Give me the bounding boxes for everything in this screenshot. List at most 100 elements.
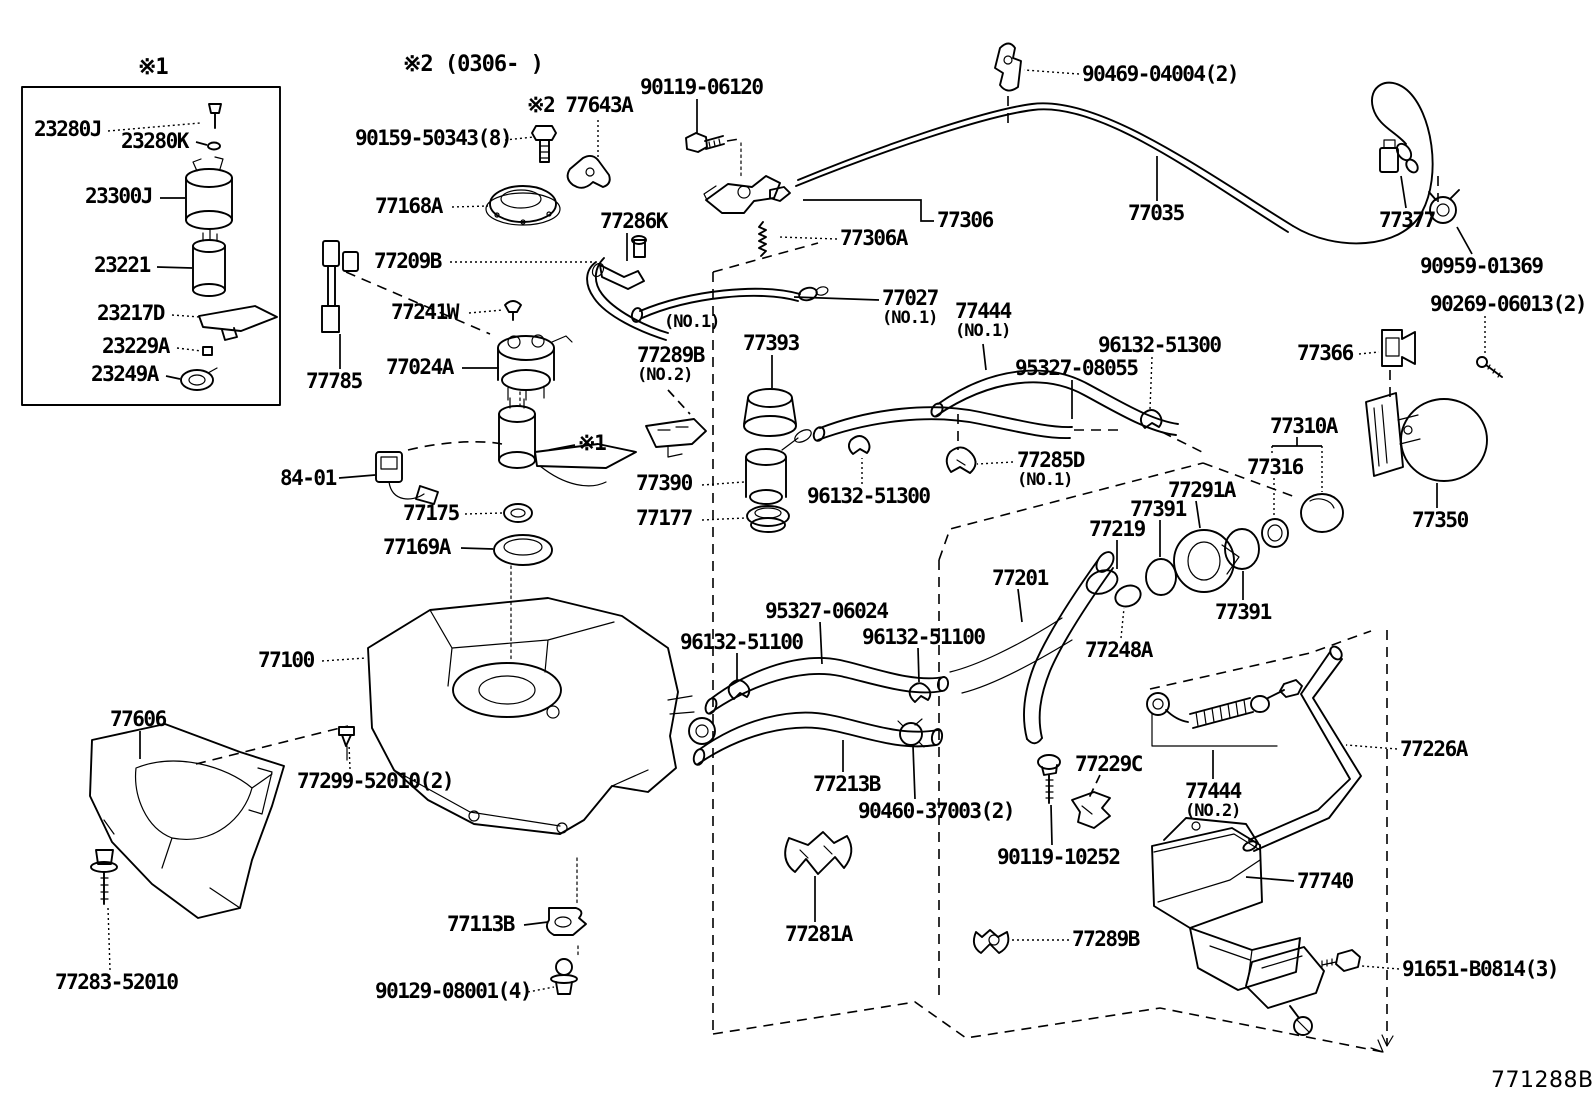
leader-line-77740 [1245, 876, 1295, 882]
part-label-23300J: 23300J [85, 184, 153, 208]
leader-line-77168A [451, 205, 489, 208]
fuel-sender-77785-icon [321, 240, 359, 333]
relay-84-01-icon [375, 451, 439, 505]
top-fasteners [485, 125, 742, 226]
part-label-77444-no1: 77444(NO.1) [955, 299, 1012, 341]
part-label-90269-06013: 90269-06013(2) [1430, 292, 1588, 316]
o-ring-77391-2-icon [1224, 528, 1260, 570]
part-label-23217D: 23217D [97, 301, 165, 325]
leader-line-77444-no1 [982, 343, 987, 371]
clamp-77281A-icon [784, 831, 853, 875]
leader-line-77241W [468, 309, 504, 314]
part-label-23221: 23221 [94, 253, 151, 277]
bolt-91651-icon [1321, 949, 1361, 972]
part-label-77113B: 77113B [447, 912, 515, 936]
tube-77027-icon [630, 287, 801, 323]
leader-line-90460-37003 [912, 745, 916, 800]
part-label-77740: 77740 [1297, 869, 1354, 893]
bracket-77643A-icon [566, 154, 611, 189]
leader-line-77285D-no1 [976, 461, 1014, 465]
fuel-lid-77350-icon [1365, 392, 1488, 482]
gasket-77169A-icon [493, 534, 553, 566]
part-label-77350: 77350 [1412, 508, 1469, 532]
washer-23280K-icon [207, 141, 221, 151]
tube-joint-77286K-icon [591, 262, 645, 290]
leader-line-90469-04004 [1023, 69, 1080, 75]
fuel-pump-assembly-icon [498, 397, 637, 487]
leader-line-23280J [107, 122, 201, 132]
leader-line-77027-no1 [793, 296, 880, 301]
part-label-77100: 77100 [258, 648, 315, 672]
leader-line-77100 [321, 657, 367, 662]
joint-77219-icon [1085, 569, 1142, 608]
part-label-77285D-no1: 77285D(NO.1) [1017, 448, 1085, 490]
part-label-note-1: ※1 [138, 55, 169, 80]
part-label-90129-08001: 90129-08001(4) [375, 979, 533, 1003]
part-label-77248A: 77248A [1085, 638, 1153, 662]
part-label-77241W: 77241W [391, 300, 459, 324]
tube-77209B-icon [586, 235, 669, 341]
part-label-77306A: 77306A [840, 226, 908, 250]
part-label-77391-2: 77391 [1215, 600, 1272, 624]
part-label-77168A: 77168A [375, 194, 443, 218]
ring-23249A-icon [180, 367, 218, 391]
part-label-96132-51100-R: 96132-51100 [862, 625, 986, 649]
leader-line-77299-52010 [348, 743, 351, 770]
part-label-note-1b: ※1 [578, 431, 607, 455]
filler-pipe-77201-icon [949, 551, 1115, 745]
part-label-90959-01369: 90959-01369 [1420, 254, 1544, 278]
bracket-23217D-icon [198, 305, 278, 341]
breather-hoses [688, 657, 950, 766]
clip-77241W-icon [504, 300, 522, 321]
spring-77306A-icon [758, 221, 767, 257]
clamp-90460-icon [897, 718, 925, 748]
part-label-90119-06120: 90119-06120 [640, 75, 764, 99]
leader-line-77291A [1195, 500, 1201, 529]
part-label-96132-51300-2: 96132-51300 [807, 484, 931, 508]
leader-line-96132-51300-1 [1149, 356, 1153, 410]
leader-line-90959-01369 [1456, 226, 1473, 255]
part-label-77209B: 77209B [374, 249, 442, 273]
part-label-77391-1: 77391 [1130, 497, 1187, 521]
clamp-90959-icon [1428, 189, 1460, 224]
bottom-fasteners [90, 726, 1111, 995]
bottom-right-assembly [1146, 645, 1362, 1036]
leader-line-77248A [1120, 607, 1125, 639]
ring-77316-icon [1261, 518, 1289, 548]
leader-line-note-1b [548, 444, 576, 451]
part-label-77169A: 77169A [383, 535, 451, 559]
part-label-23249A: 23249A [91, 362, 159, 386]
release-cable-77035-icon [795, 81, 1434, 245]
part-label-96132-51300-1: 96132-51300 [1098, 333, 1222, 357]
cap-cover-77310A-icon [1300, 493, 1344, 533]
bolt-90159-icon [531, 125, 557, 163]
clamp-ring-icon [688, 717, 716, 745]
part-label-95327-06024: 95327-06024 [765, 599, 889, 623]
leader-line-77289B-no2 [667, 389, 691, 415]
part-label-77289B-no2: 77289B(NO.2) [637, 343, 705, 385]
screw-90269-icon [1476, 356, 1503, 378]
fuel-filter-23300J-icon [185, 156, 233, 230]
inset-box-fuel-pump-kit [21, 86, 281, 406]
part-label-77316: 77316 [1247, 455, 1304, 479]
valve-77393-icon [743, 388, 797, 437]
leader-line-77169A [460, 547, 494, 550]
part-label-23229A: 23229A [102, 334, 170, 358]
clamp-96132-51300-2-icon [847, 435, 871, 455]
part-label-77035: 77035 [1128, 201, 1185, 225]
sensor-77377-icon [1379, 139, 1399, 173]
bracket-77366-icon [1381, 329, 1416, 367]
spring-hose-77444-no2-icon [1146, 679, 1303, 729]
lock-bracket-77306-icon [705, 175, 781, 214]
bolt-90129-icon [550, 958, 578, 995]
middle-tubes [591, 262, 1203, 533]
part-label-77306: 77306 [937, 208, 994, 232]
tank-shield-77606-icon [89, 723, 285, 919]
clip-77229C-icon [1071, 791, 1111, 829]
part-label-77226A: 77226A [1400, 737, 1468, 761]
part-label-90159-50343: 90159-50343(8) [355, 126, 513, 150]
clip-77285D-icon [945, 446, 977, 474]
fuel-tank-77100-icon [367, 597, 695, 835]
